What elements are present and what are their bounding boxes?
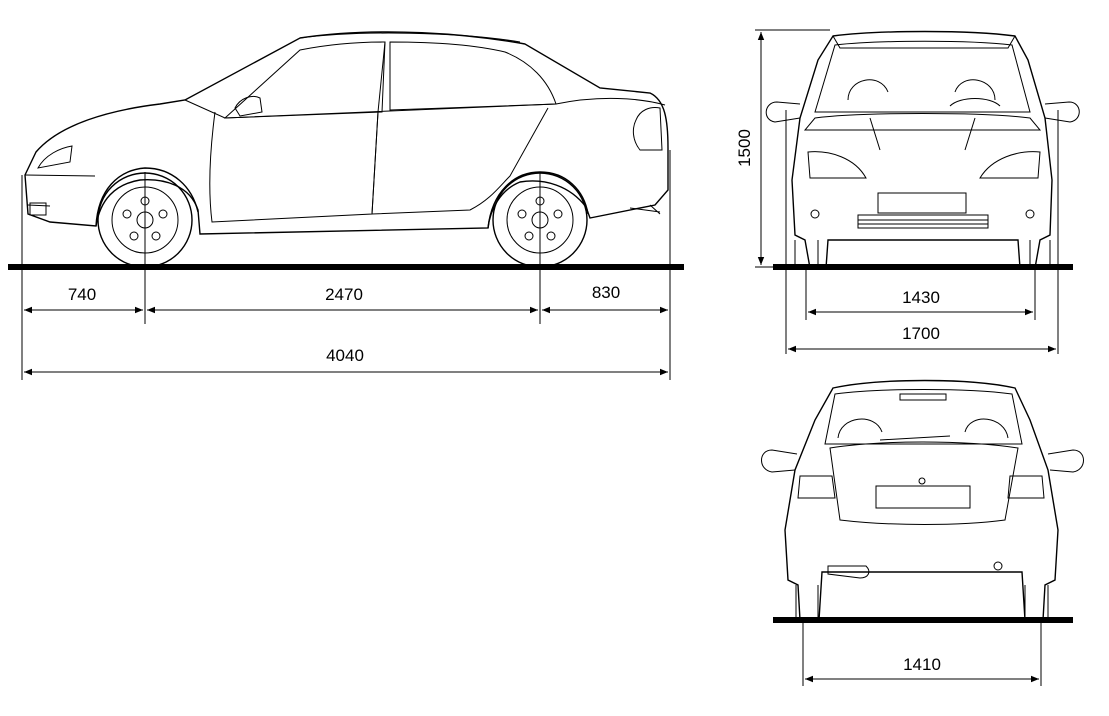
front-body-outline [791, 30, 1053, 269]
front-fog-right [1025, 209, 1035, 219]
front-hood [803, 113, 1042, 151]
front-roof-line [832, 35, 1016, 49]
front-headlight-left [807, 151, 867, 179]
rear-window [824, 389, 1023, 445]
side-front-arch [95, 167, 199, 227]
front-grille [857, 214, 989, 229]
overall-length-label: 4040 [326, 346, 364, 365]
front-fog-left [810, 209, 820, 219]
rear-overhang-label: 830 [592, 283, 620, 302]
rear-mirror-right [1047, 449, 1084, 473]
rear-taillight-right [1007, 475, 1045, 499]
rear-brake-light [899, 393, 947, 401]
rear-track-label: 1410 [903, 655, 941, 674]
overall-width-label: 1700 [902, 324, 940, 343]
side-front-door [209, 111, 379, 223]
side-extension-lines [21, 150, 671, 380]
rear-ground-line [773, 617, 1073, 623]
front-mirror-left [765, 101, 801, 123]
side-rear-door [371, 107, 549, 215]
rear-exhaust [827, 565, 870, 579]
rear-seats [837, 418, 1009, 441]
rear-mirror-left [761, 449, 798, 473]
rear-tire-right [1024, 585, 1049, 620]
front-headlight-right [979, 151, 1041, 179]
side-belt-line [184, 97, 666, 119]
front-view: 1500 1430 1700 [735, 29, 1080, 354]
front-track-label: 1430 [902, 288, 940, 307]
side-exhaust [629, 204, 661, 215]
side-ground-line [8, 264, 684, 270]
front-plate [877, 192, 967, 214]
front-tire-right [1029, 240, 1051, 268]
front-ground-line [773, 264, 1073, 270]
side-body-outline [24, 31, 669, 235]
wheelbase-label: 2470 [325, 285, 363, 304]
front-overhang-label: 740 [68, 285, 96, 304]
side-roof-line [299, 32, 521, 43]
side-front-bumper [24, 174, 96, 207]
rear-tire-left [795, 585, 819, 620]
front-seats [847, 79, 1001, 107]
side-mirror [234, 95, 263, 117]
rear-reflector [993, 561, 1003, 571]
rear-taillight-left [797, 475, 836, 499]
front-windshield [814, 40, 1031, 113]
rear-badge [918, 477, 926, 485]
side-taillight [632, 107, 663, 151]
side-headlight [37, 145, 73, 169]
height-label: 1500 [735, 129, 754, 167]
rear-trunk-lid [829, 441, 1019, 525]
side-b-pillar [377, 41, 386, 113]
rear-plate [875, 485, 971, 509]
side-view: 740 2470 830 4040 [8, 31, 684, 380]
side-fog-lamp [29, 202, 47, 216]
side-window-rear [389, 41, 557, 111]
rear-view: 1410 [761, 379, 1084, 686]
side-window-front [223, 41, 386, 119]
front-tire-left [794, 240, 819, 268]
rear-body-outline [784, 379, 1059, 621]
front-mirror-right [1044, 101, 1080, 123]
